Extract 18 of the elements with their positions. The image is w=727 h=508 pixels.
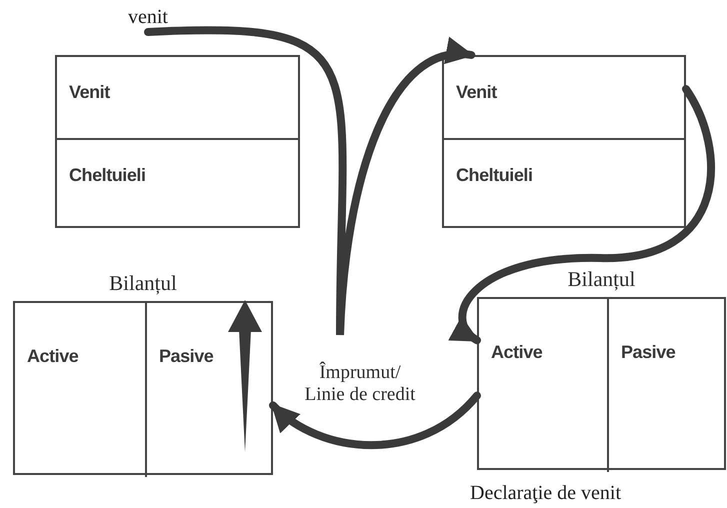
figure-caption: Declaraţie de venit bbox=[470, 481, 622, 506]
curved-arrow bbox=[448, 85, 715, 344]
cell-text: Active bbox=[27, 345, 78, 368]
statement-cell bbox=[55, 138, 300, 228]
table-heading: Bilanțul bbox=[568, 266, 636, 293]
statement-cell bbox=[442, 138, 686, 228]
cell-text: Cheltuieli bbox=[456, 164, 533, 187]
cell-text: Active bbox=[491, 341, 542, 364]
table-heading: Bilanțul bbox=[109, 270, 177, 297]
cell-text: Cheltuieli bbox=[69, 164, 146, 187]
cell-text: Venit bbox=[69, 81, 110, 104]
cell-text: Pasive bbox=[621, 341, 676, 364]
statement-cell bbox=[55, 55, 300, 140]
cell-text: Venit bbox=[456, 81, 497, 104]
statement-cell bbox=[442, 55, 686, 140]
cell-text: Pasive bbox=[159, 345, 214, 368]
curved-arrow bbox=[269, 392, 481, 450]
flow-label: venit bbox=[118, 4, 178, 32]
